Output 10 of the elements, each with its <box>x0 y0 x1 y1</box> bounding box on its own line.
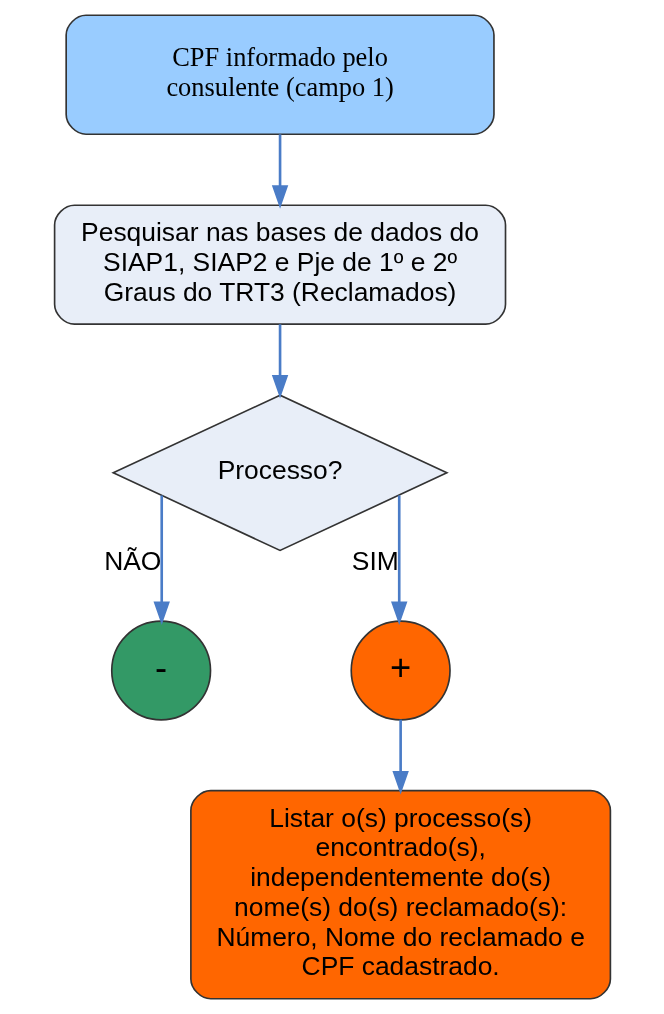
node-box: CPF informado pelo consulente (campo 1) <box>64 14 495 136</box>
node-circle: + <box>349 620 451 721</box>
node-box: Listar o(s) processo(s) encontrado(s), independentemente do(s) nome(s) do(s) reclamado(s): Número, Nome do reclamado e CPF cadastrado. <box>189 789 611 1000</box>
arrow <box>271 134 288 209</box>
arrow <box>271 324 288 399</box>
node-box: Pesquisar nas bases de dados do SIAP1, SIAP2 e Pje de 1º e 2º Graus do TRT3 (Reclamados) <box>53 204 506 325</box>
arrow <box>153 495 170 625</box>
node-circle: - <box>110 620 211 721</box>
arrow <box>391 719 409 795</box>
arrow <box>390 495 407 625</box>
